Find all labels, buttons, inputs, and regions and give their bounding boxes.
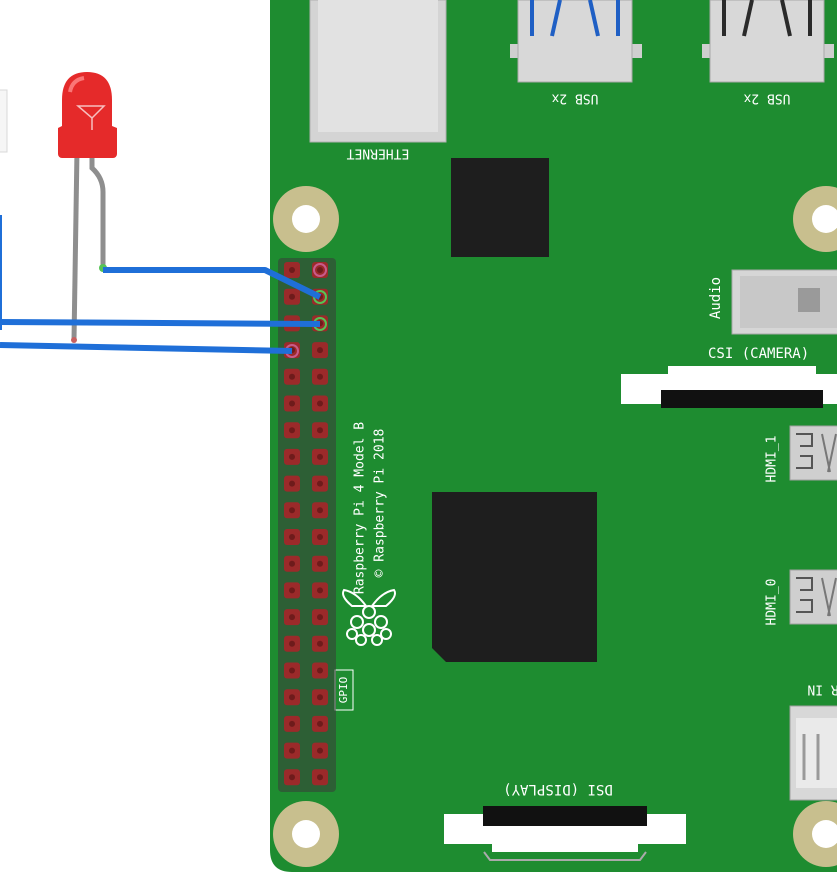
gpio-pin-hole <box>317 453 323 460</box>
hdmi-0-port <box>789 569 837 625</box>
raspberry-logo-icon <box>342 588 396 646</box>
gpio-pin-hole <box>289 747 295 754</box>
gpio-pin-hole <box>317 267 323 273</box>
gpio-pin-hole <box>317 774 323 781</box>
hdmi-1-port <box>789 425 837 481</box>
led-legs <box>71 149 107 343</box>
audio-label: Audio <box>708 277 724 319</box>
usb-port-left <box>510 0 642 83</box>
gpio-pin-hole <box>289 427 295 434</box>
audio-jack <box>731 269 837 335</box>
gpio-pin-hole <box>317 400 323 407</box>
usb-right-label: USB 2x <box>743 91 790 106</box>
hdmi1-label: HDMI_1 <box>765 436 780 483</box>
csi-connector <box>621 366 837 408</box>
wire-rail-to-pin <box>0 319 321 327</box>
breadboard-edge <box>0 89 8 153</box>
gpio-pin-hole <box>289 373 295 380</box>
csi-label: CSI (CAMERA) <box>708 346 809 362</box>
gpio-pin-hole <box>289 267 295 273</box>
ethernet-label: ETHERNET <box>347 146 410 161</box>
dsi-label: DSI (DISPLAY) <box>503 781 613 797</box>
power-label: POWER IN <box>807 682 837 697</box>
gpio-pin-hole <box>289 614 295 621</box>
gpio-pin-hole <box>317 480 323 487</box>
gpio-pin-hole <box>289 587 295 594</box>
dsi-connector <box>444 806 686 861</box>
gpio-pin-hole <box>289 640 295 647</box>
gpio-pin-hole <box>317 560 323 567</box>
gpio-pin-hole <box>317 640 323 647</box>
mounting-hole-top-left <box>273 186 339 252</box>
gpio-pin-hole <box>317 614 323 621</box>
power-port <box>789 705 837 801</box>
gpio-pin-hole <box>317 373 323 380</box>
gpio-pin-hole <box>317 667 323 674</box>
wire-ground-to-pin <box>0 342 293 354</box>
gpio-pin-hole <box>289 560 295 567</box>
gpio-pin-hole <box>289 774 295 781</box>
wire-led-to-pin <box>103 267 322 300</box>
gpio-label: GPIO <box>337 677 350 704</box>
gpio-pin-hole <box>317 747 323 754</box>
gpio-pin-hole <box>317 587 323 594</box>
model-label: Raspberry Pi 4 Model B <box>353 422 368 594</box>
jumper-wires <box>0 215 322 354</box>
usb-port-right <box>702 0 834 83</box>
gpio-pin-hole <box>289 453 295 460</box>
red-led <box>58 72 117 158</box>
ethernet-port <box>309 0 447 143</box>
raspberry-pi-board: ETHERNET USB 2x USB 2x Audio <box>270 0 837 872</box>
gpio-pin-hole <box>289 720 295 727</box>
gpio-pin-hole <box>317 427 323 434</box>
gpio-pin-hole <box>289 694 295 701</box>
usb-left-label: USB 2x <box>551 91 598 106</box>
ram-chip <box>451 158 549 257</box>
gpio-pin-hole <box>289 480 295 487</box>
copyright-label: © Raspberry Pi 2018 <box>373 429 388 578</box>
gpio-pin-hole <box>289 293 295 300</box>
gpio-pin-connection <box>313 263 327 277</box>
gpio-pin-hole <box>289 534 295 540</box>
processor-chip <box>432 492 597 662</box>
gpio-pin-hole <box>289 400 295 407</box>
mounting-hole-bottom-right <box>793 801 837 867</box>
gpio-pin-hole <box>317 347 323 354</box>
gpio-pin-hole <box>317 720 323 727</box>
mounting-hole-top-right <box>793 186 837 252</box>
gpio-pin-hole <box>317 507 323 514</box>
gpio-pin-hole <box>317 534 323 540</box>
hdmi0-label: HDMI_0 <box>765 579 780 626</box>
gpio-pin-hole <box>289 667 295 674</box>
gpio-header <box>278 258 336 792</box>
gpio-pin-hole <box>317 694 323 701</box>
mounting-hole-bottom-left <box>273 801 339 867</box>
gpio-pin-hole <box>289 507 295 514</box>
